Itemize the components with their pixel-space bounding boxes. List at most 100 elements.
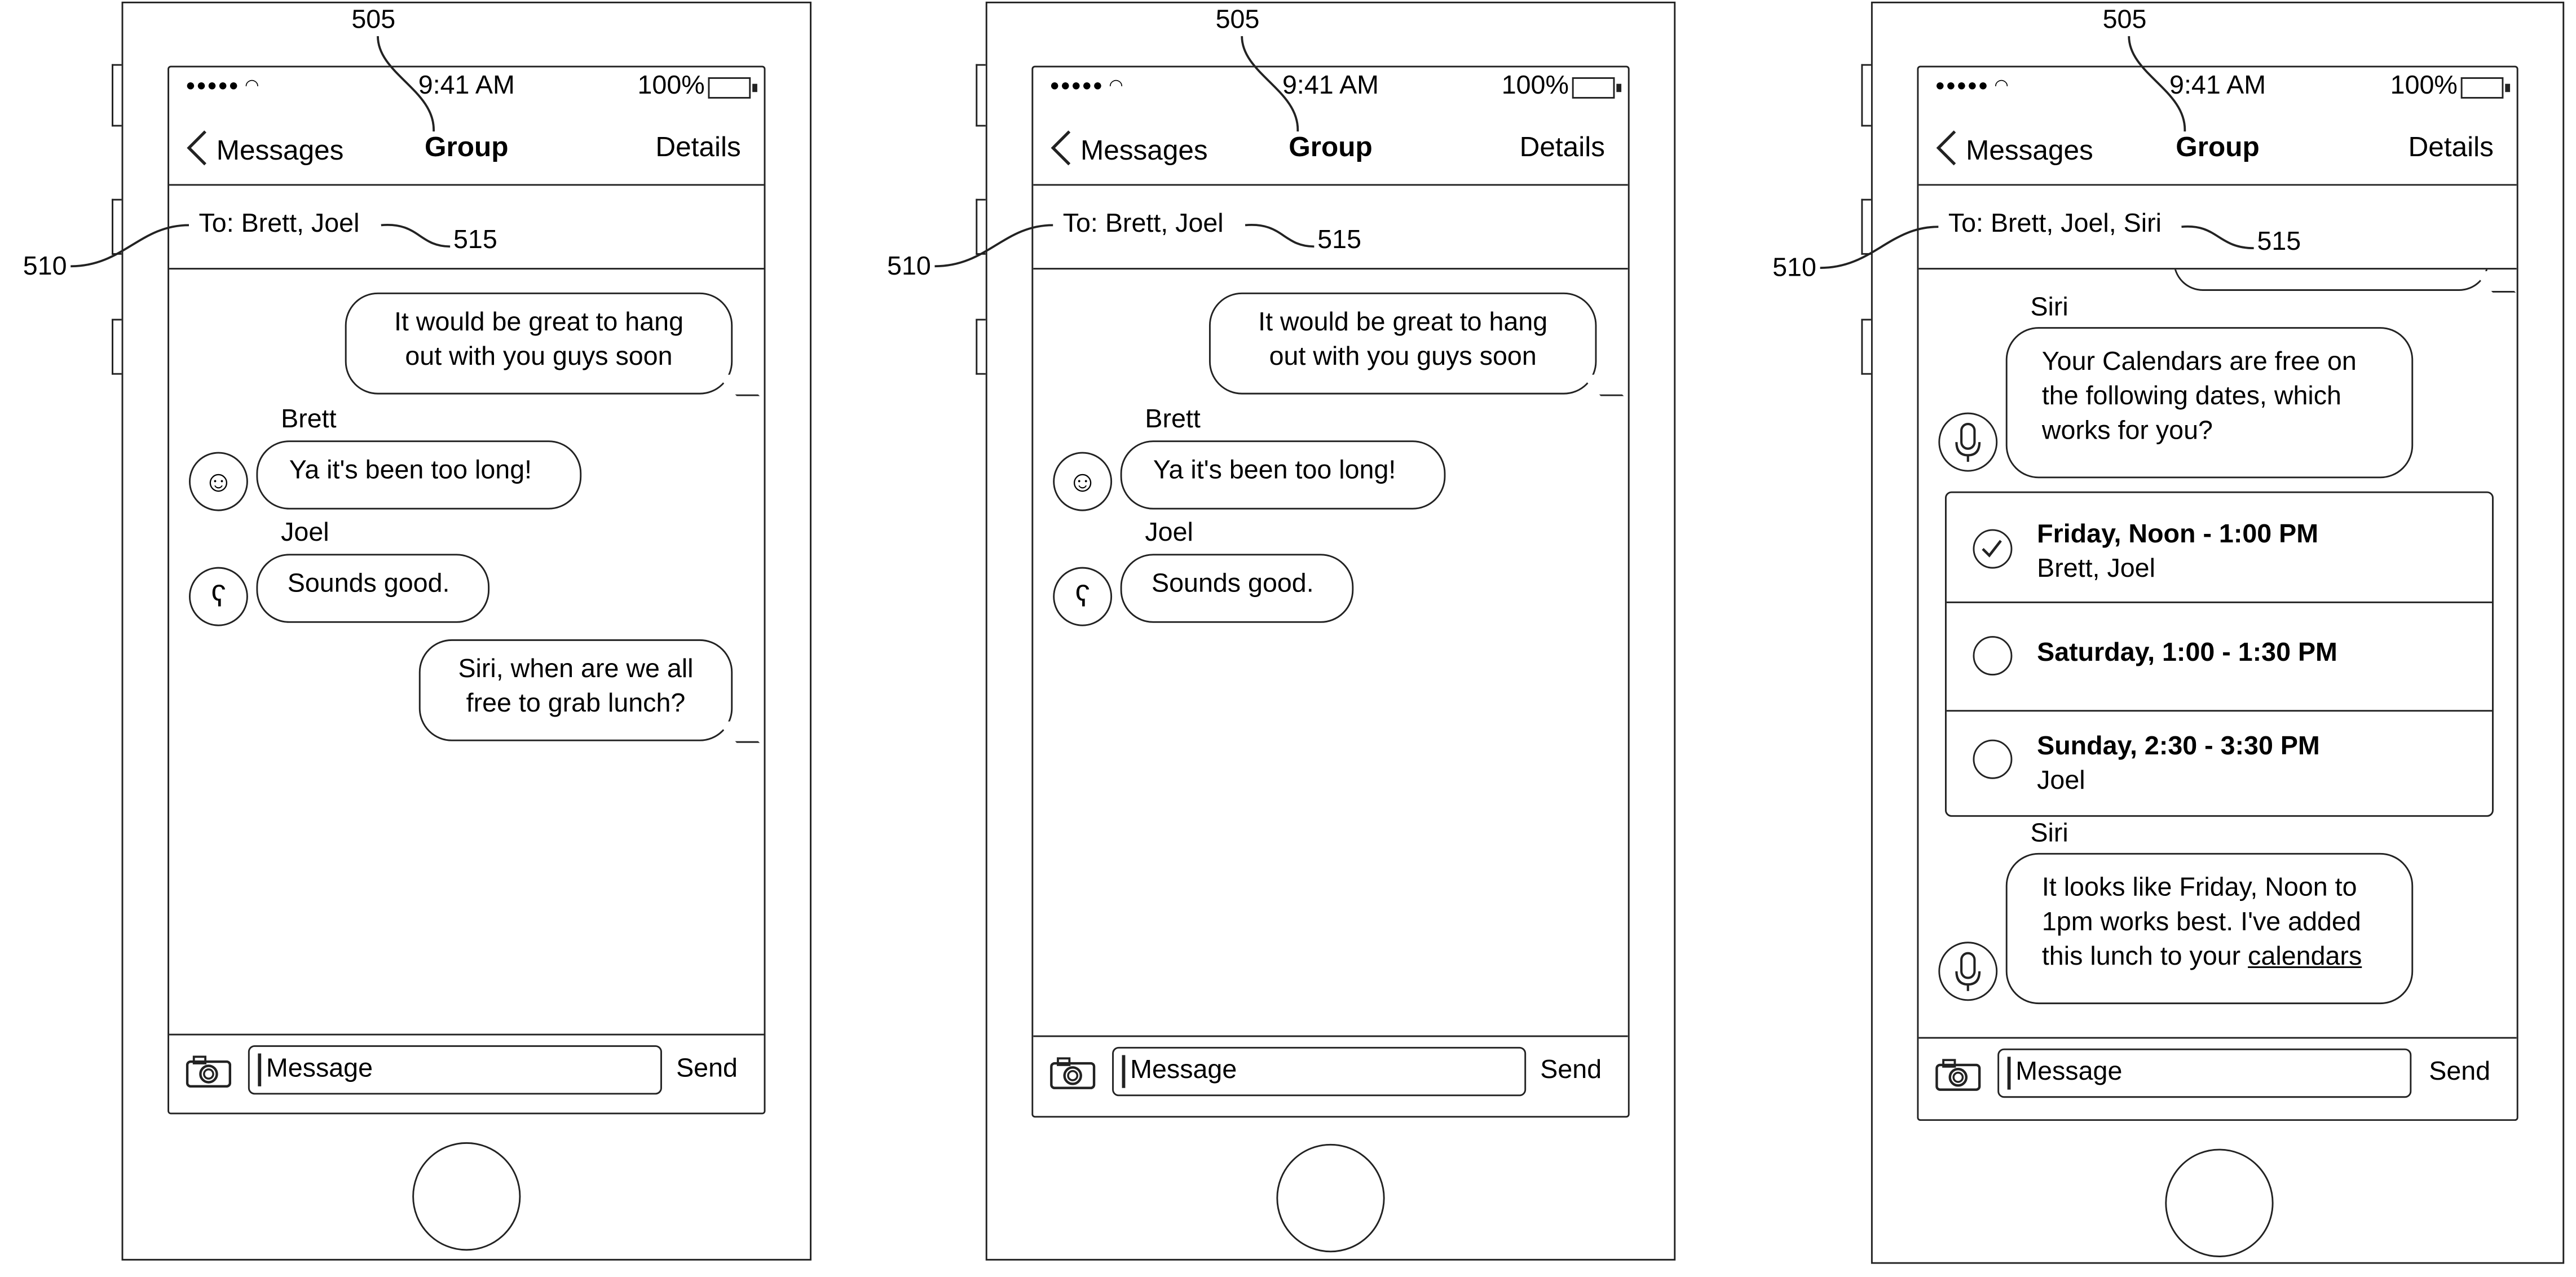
sender-name: Siri <box>2030 820 2068 849</box>
back-label: Messages <box>1966 135 2093 166</box>
date-options-card: Friday, Noon - 1:00 PM Brett, Joel Satur… <box>1944 491 2494 817</box>
battery-percent: 100% <box>637 72 705 100</box>
avatar-brett-icon: ☺ <box>1053 452 1113 511</box>
send-button[interactable]: Send <box>676 1055 738 1083</box>
screen-2: ●●●●● ◠ 9:41 AM 100% Messages Group Deta… <box>1031 65 1630 1118</box>
side-button <box>976 319 986 375</box>
message-text: Ya it's been too long! <box>1153 457 1396 485</box>
siri-mic-icon <box>1938 942 1998 1001</box>
battery-icon <box>708 77 757 99</box>
details-button[interactable]: Details <box>2408 131 2494 163</box>
status-bar: ●●●●● ◠ 9:41 AM 100% <box>1033 68 1628 111</box>
option-sunday[interactable]: Sunday, 2:30 - 3:30 PM Joel <box>1947 712 2492 814</box>
option-friday[interactable]: Friday, Noon - 1:00 PM Brett, Joel <box>1947 493 2492 602</box>
side-button <box>112 64 122 127</box>
camera-icon[interactable] <box>1935 1058 1982 1091</box>
sender-name: Joel <box>281 519 329 547</box>
siri-message: It looks like Friday, Noon to 1pm works … <box>2005 852 2414 1005</box>
camera-icon[interactable] <box>1049 1057 1096 1089</box>
signal-icon: ●●●●● ◠ <box>1935 77 2010 96</box>
back-button[interactable]: Messages <box>1049 130 1208 167</box>
battery-percent: 100% <box>1501 72 1569 100</box>
message-line: works for you? <box>2041 417 2213 445</box>
back-button[interactable]: Messages <box>186 130 343 167</box>
message-text: Ya it's been too long! <box>289 457 532 485</box>
back-label: Messages <box>216 135 344 166</box>
back-label: Messages <box>1080 135 1208 166</box>
side-button <box>976 64 986 127</box>
ref-515: 515 <box>1317 227 1362 255</box>
sender-name: Siri <box>2030 294 2068 322</box>
camera-icon[interactable] <box>186 1055 232 1088</box>
recipients-text: To: Brett, Joel, Siri <box>1948 210 2162 238</box>
siri-message: Your Calendars are free on the following… <box>2005 327 2414 479</box>
message-input[interactable]: Message <box>248 1045 662 1095</box>
message-line: this lunch to your calendars <box>2042 940 2411 974</box>
divider <box>1946 710 2493 712</box>
message-input[interactable]: Message <box>1997 1048 2412 1098</box>
checkmark-icon <box>1982 540 2002 558</box>
message-line: It would be great to hang <box>1258 309 1548 337</box>
ref-505: 505 <box>2102 6 2147 35</box>
compose-bar: Message Send <box>1918 1037 2517 1120</box>
recipients-bar[interactable]: To: Brett, Joel <box>169 185 764 270</box>
compose-bar: Message Send <box>1033 1035 1628 1116</box>
radio-checked-icon[interactable] <box>1973 529 2013 569</box>
side-button <box>1861 64 1871 127</box>
option-title: Sunday, 2:30 - 3:30 PM <box>2037 733 2320 761</box>
option-subtitle: Brett, Joel <box>2037 555 2155 584</box>
nav-bar: Messages Group Details <box>1918 110 2517 186</box>
screen-3: ●●●●● ◠ 9:41 AM 100% Messages Group Deta… <box>1917 65 2518 1121</box>
ref-515: 515 <box>2257 228 2301 257</box>
microphone-icon <box>1955 952 1981 991</box>
details-button[interactable]: Details <box>1519 131 1605 163</box>
home-button[interactable] <box>1276 1143 1385 1253</box>
ref-505: 505 <box>351 6 396 35</box>
outgoing-message: Siri, when are we all free to grab lunch… <box>418 639 733 741</box>
phone-1: ●●●●● ◠ 9:41 AM 100% Messages Group Deta… <box>112 1 812 1261</box>
status-bar: ●●●●● ◠ 9:41 AM 100% <box>1918 68 2516 111</box>
message-text: Sounds good. <box>287 570 450 599</box>
microphone-icon <box>1955 423 1981 462</box>
status-time: 9:41 AM <box>418 72 515 100</box>
back-button[interactable]: Messages <box>1935 130 2093 167</box>
ref-510: 510 <box>1772 254 1816 283</box>
calendars-link[interactable]: calendars <box>2248 943 2362 971</box>
signal-icon: ●●●●● ◠ <box>1049 77 1124 96</box>
incoming-message: Sounds good. <box>256 554 490 623</box>
status-time: 9:41 AM <box>2169 72 2266 100</box>
siri-mic-icon <box>1938 412 1998 472</box>
nav-title: Group <box>1289 131 1373 163</box>
message-line: It would be great to hang <box>394 309 683 337</box>
radio-unchecked-icon[interactable] <box>1973 636 2013 676</box>
home-button[interactable] <box>2165 1148 2274 1257</box>
battery-icon <box>2460 77 2511 99</box>
side-button <box>112 319 122 375</box>
status-time: 9:41 AM <box>1282 72 1379 100</box>
incoming-message: Ya it's been too long! <box>256 440 582 510</box>
phone-3: ●●●●● ◠ 9:41 AM 100% Messages Group Deta… <box>1861 1 2565 1264</box>
home-button[interactable] <box>412 1142 521 1251</box>
side-button <box>1861 319 1871 375</box>
message-line: out with you guys soon <box>405 343 673 372</box>
send-button[interactable]: Send <box>2429 1058 2491 1086</box>
status-bar: ●●●●● ◠ 9:41 AM 100% <box>169 68 764 111</box>
details-button[interactable]: Details <box>655 131 741 163</box>
avatar-joel-icon: ʕ <box>188 567 248 626</box>
option-saturday[interactable]: Saturday, 1:00 - 1:30 PM <box>1947 603 2492 712</box>
sender-name: Brett <box>281 406 337 434</box>
battery-icon <box>1572 77 1622 99</box>
nav-bar: Messages Group Details <box>1033 110 1628 186</box>
compose-bar: Message Send <box>169 1033 764 1113</box>
radio-unchecked-icon[interactable] <box>1973 739 2013 779</box>
avatar-joel-icon: ʕ <box>1053 567 1113 626</box>
incoming-message: Sounds good. <box>1120 554 1354 623</box>
recipients-bar[interactable]: To: Brett, Joel <box>1033 185 1628 270</box>
recipients-text: To: Brett, Joel <box>199 210 360 238</box>
message-input[interactable]: Message <box>1112 1046 1527 1097</box>
ref-505: 505 <box>1215 6 1260 35</box>
recipients-bar[interactable]: To: Brett, Joel, Siri <box>1918 185 2517 270</box>
send-button[interactable]: Send <box>1540 1057 1602 1085</box>
chevron-left-icon <box>187 130 206 166</box>
